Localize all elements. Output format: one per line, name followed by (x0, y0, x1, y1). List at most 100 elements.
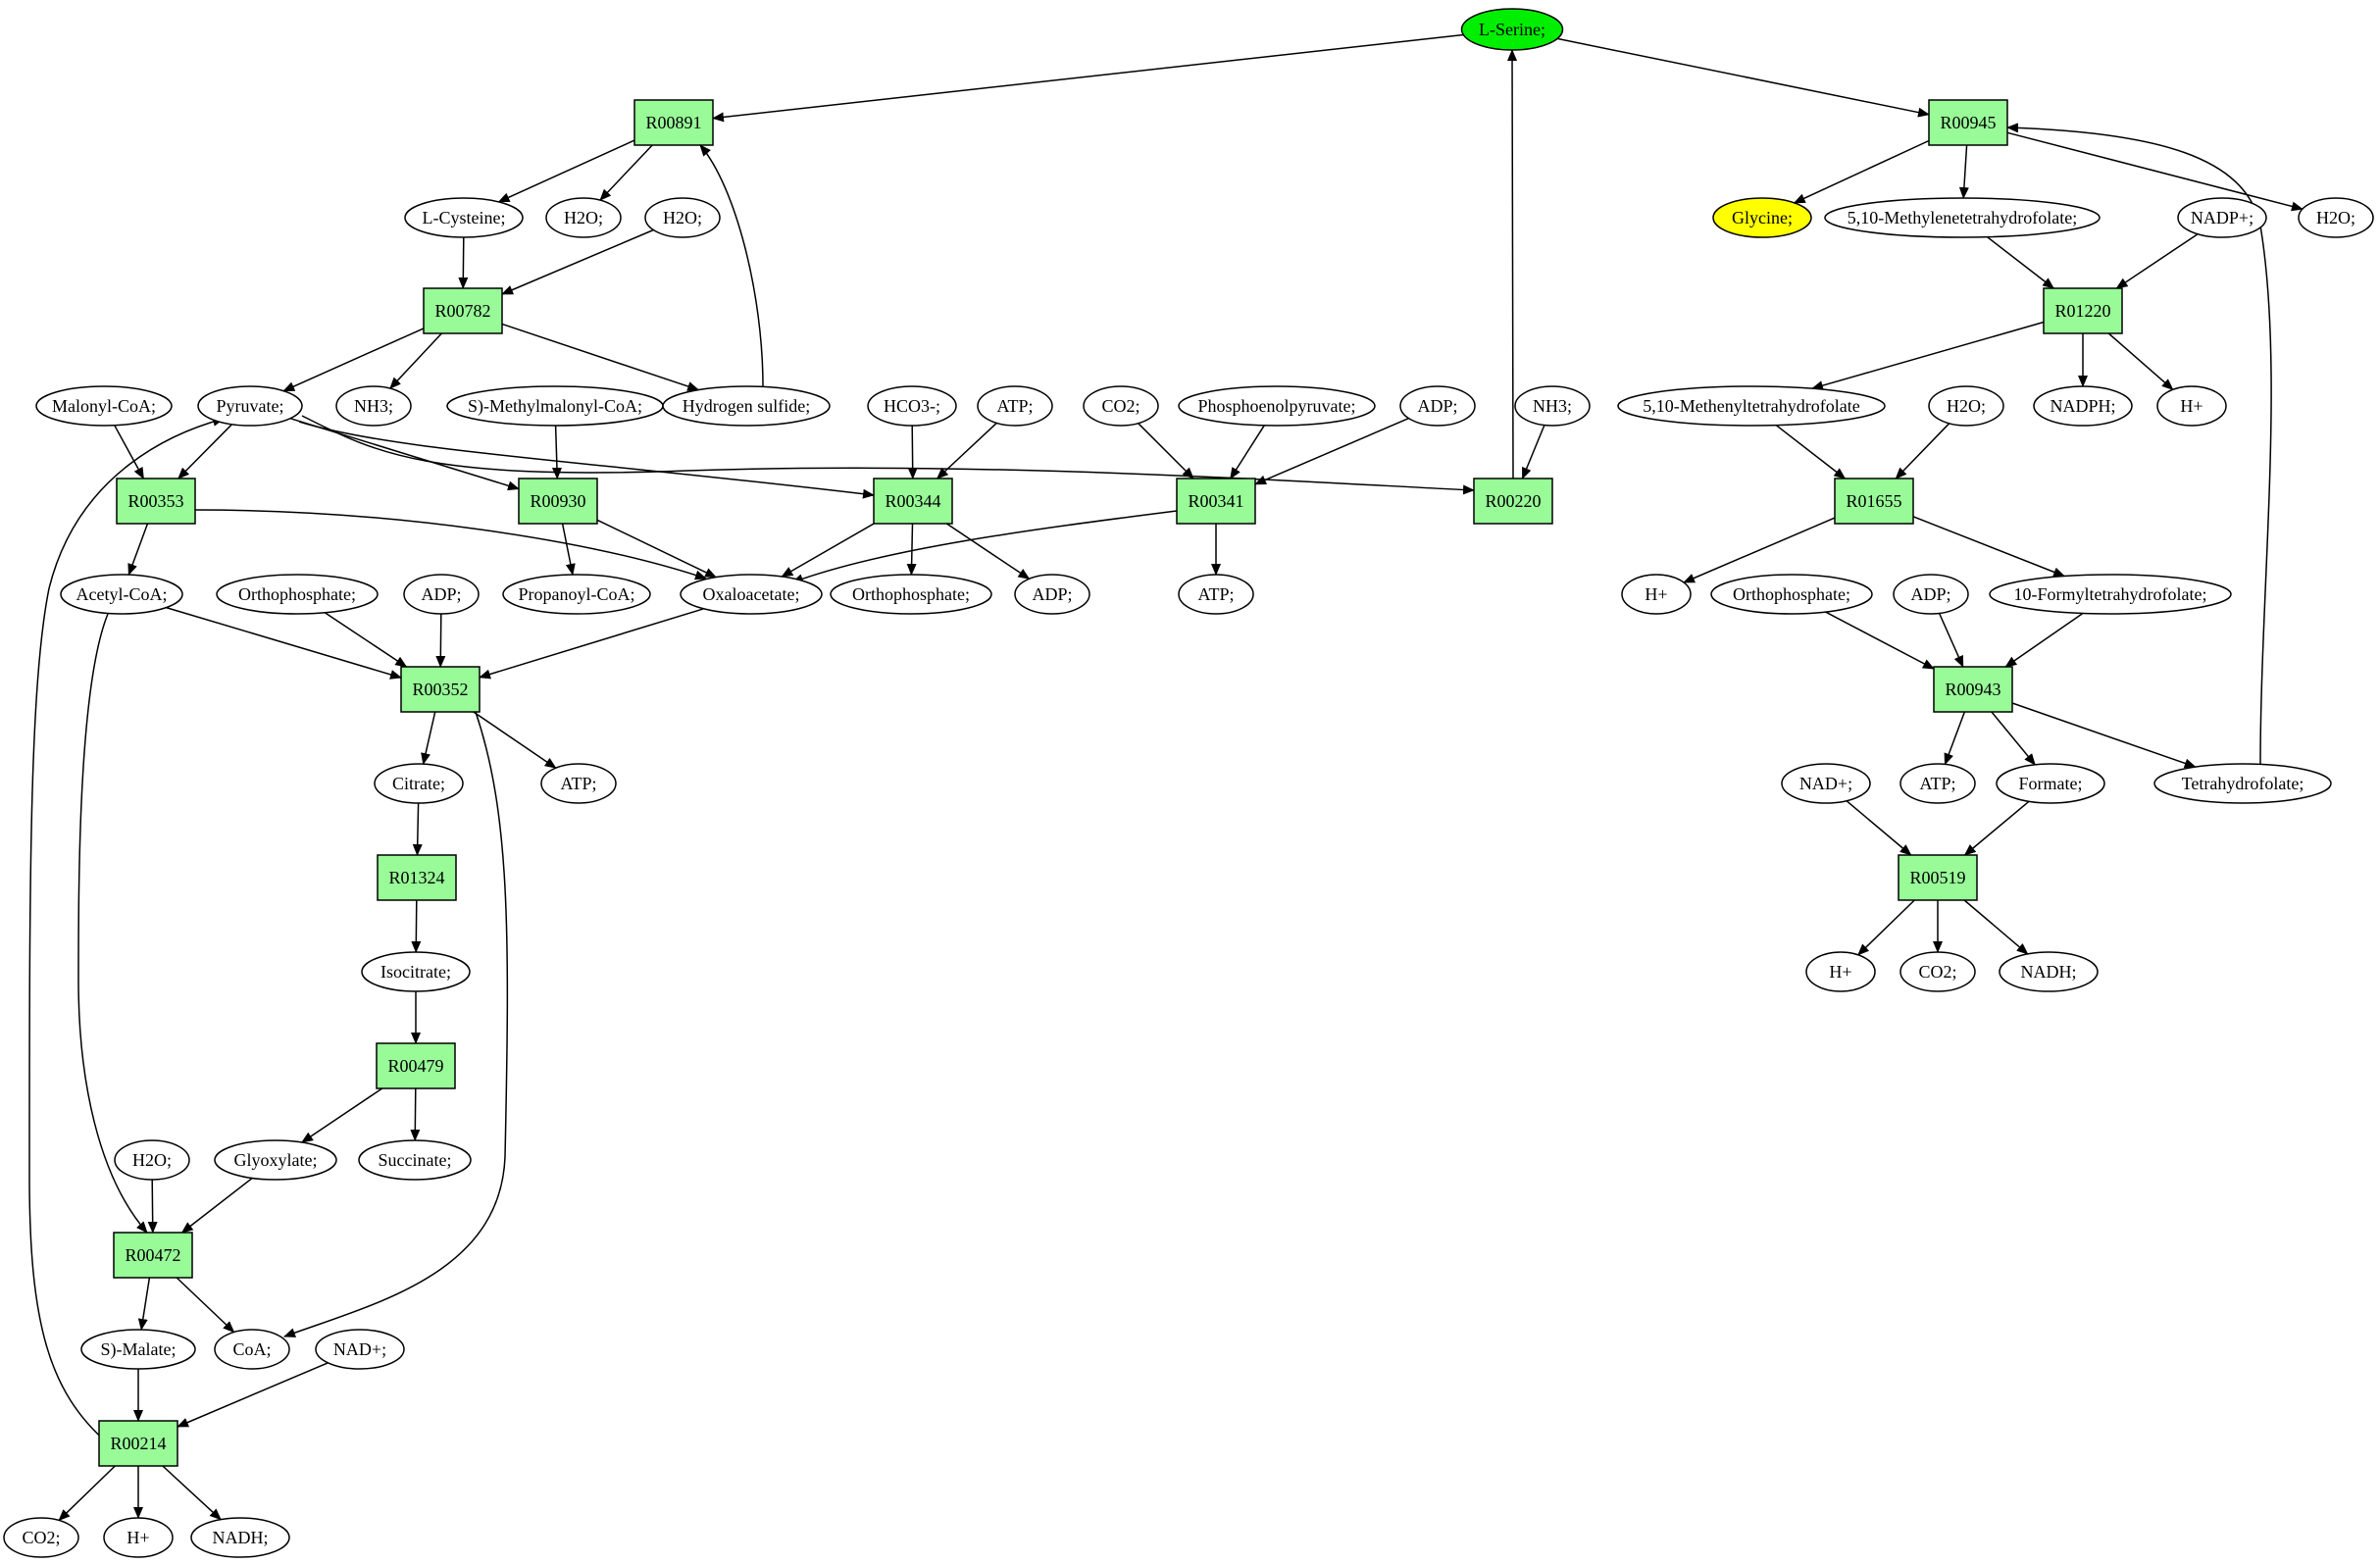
compound-node-formate: Formate; (1996, 763, 2105, 804)
compound-shape (190, 1517, 290, 1558)
edge-r00930-to-propanoyl-coa (561, 523, 576, 576)
reaction-node-r00353: R00353 (116, 478, 196, 525)
edge-orthophosphate-c-to-r00943 (1825, 611, 1935, 670)
reaction-shape (1898, 854, 1978, 901)
edge-adp-d-to-r00943 (1938, 613, 1964, 668)
node-label: NADH; (2021, 962, 2077, 982)
node-label: R01324 (388, 868, 444, 887)
edge-r01220-to-h-a (2107, 332, 2174, 390)
node-label: R00943 (1945, 680, 2000, 699)
reaction-node-r01324: R01324 (377, 854, 457, 901)
node-label: H2O; (132, 1150, 172, 1170)
edge-r00891-to-h2o-a (599, 144, 653, 201)
compound-node-citrate: Citrate; (374, 763, 464, 804)
node-label: R00519 (1909, 868, 1965, 887)
reaction-shape (1933, 666, 2013, 713)
node-label: R01655 (1846, 491, 1901, 511)
compound-shape (1712, 197, 1812, 238)
reaction-shape (377, 854, 457, 901)
edge-r00353-to-acetyl-coa (127, 523, 149, 577)
edges-layer (28, 33, 2304, 1522)
node-label: ATP; (1919, 774, 1955, 793)
node-label: Orthophosphate; (852, 584, 970, 604)
compound-node-co2-b: CO2; (1899, 951, 1976, 992)
compound-shape (2298, 197, 2374, 238)
compound-node-nadh-a: NADH; (1999, 951, 2099, 992)
compound-shape (2177, 197, 2267, 238)
node-label: Isocitrate; (380, 962, 451, 982)
reaction-node-r01220: R01220 (2043, 287, 2123, 334)
compound-shape (644, 197, 721, 238)
edge-r00891-to-l-cysteine (497, 139, 635, 203)
node-label: CO2; (1918, 962, 1956, 982)
compound-shape (197, 385, 303, 427)
edge-l-serine-to-r00945 (1556, 37, 1930, 118)
edge-r00344-to-adp-c (945, 523, 1031, 580)
edge-r00519-to-h-c (1857, 899, 1915, 956)
compound-shape (335, 385, 412, 427)
reaction-shape (423, 287, 503, 334)
node-label: Acetyl-CoA; (76, 584, 168, 604)
node-label: NADPH; (2050, 396, 2115, 416)
node-label: NAD+; (1799, 774, 1852, 793)
compound-node-nh3-a: NH3; (335, 385, 412, 427)
node-label: ATP; (1197, 584, 1234, 604)
node-label: 10-Formyltetrahydrofolate; (2014, 584, 2207, 604)
edge-r00472-to-coa (176, 1277, 235, 1334)
edge-r00344-to-orthophosphate-b (906, 523, 917, 576)
node-label: Malonyl-CoA; (52, 396, 156, 416)
compound-shape (1824, 197, 2101, 238)
compound-node-co2-c: CO2; (3, 1517, 79, 1558)
compound-node-formyl-thf: 10-Formyltetrahydrofolate; (1989, 574, 2232, 615)
reaction-node-r01655: R01655 (1834, 478, 1914, 525)
compound-node-thf: Tetrahydrofolate; (2153, 763, 2332, 804)
compound-node-methylene-thf: 5,10-Methylenetetrahydrofolate; (1824, 197, 2101, 238)
compound-node-h-b: H+ (1621, 574, 1692, 615)
compound-node-co2-a: CO2; (1083, 385, 1159, 427)
compound-node-isocitrate: Isocitrate; (361, 951, 471, 992)
node-label: R00479 (387, 1056, 443, 1076)
edge-atp-a-to-r00344 (936, 422, 997, 479)
edge-citrate-to-r01324 (412, 802, 423, 856)
node-label: R01220 (2054, 301, 2110, 321)
compound-node-hydrogen-sulfide: Hydrogen sulfide; (662, 385, 831, 427)
compound-shape (1514, 385, 1591, 427)
node-label: Oxaloacetate; (703, 584, 800, 604)
edge-r01324-to-isocitrate (411, 899, 422, 953)
reaction-shape (400, 666, 481, 713)
node-label: H+ (1645, 584, 1667, 604)
node-label: R00891 (645, 113, 701, 132)
compound-node-methenyl-thf: 5,10-Methenyltetrahydrofolate (1617, 385, 1886, 427)
edge-hco3-to-r00344 (907, 425, 918, 479)
node-label: L-Serine; (1479, 20, 1545, 39)
edge-r00214-to-pyruvate (28, 417, 225, 1444)
reaction-shape (518, 478, 598, 525)
edge-orthophosphate-a-to-r00352 (324, 612, 408, 668)
compound-node-atp-a: ATP; (977, 385, 1053, 427)
compound-node-h2o-d: H2O; (1928, 385, 2004, 427)
compound-shape (680, 574, 823, 615)
edge-r00782-to-pyruvate (282, 328, 425, 392)
node-label: Orthophosphate; (1733, 584, 1850, 604)
compound-node-propanoyl-coa: Propanoyl-CoA; (502, 574, 651, 615)
compound-shape (3, 1517, 79, 1558)
node-label: 5,10-Methylenetetrahydrofolate; (1848, 208, 2077, 227)
edge-pyruvate-to-r00353 (177, 424, 233, 479)
node-label: R00353 (127, 491, 183, 511)
node-label: ADP; (1417, 396, 1457, 416)
node-label: HCO3-; (884, 396, 940, 416)
compound-node-glycine: Glycine; (1712, 197, 1812, 238)
reaction-node-r00945: R00945 (1928, 99, 2008, 146)
reaction-node-r00220: R00220 (1473, 478, 1553, 525)
edge-acetyl-coa-to-r00472 (77, 613, 148, 1234)
edge-oxaloacetate-to-r00352 (479, 608, 704, 680)
compound-shape (404, 197, 524, 238)
edge-r00352-to-citrate (421, 711, 436, 766)
edge-formyl-thf-to-r00943 (2004, 612, 2084, 668)
edge-r01655-to-formyl-thf (1912, 516, 2066, 578)
edge-r01655-to-h-b (1683, 517, 1836, 583)
node-label: R00352 (412, 680, 468, 699)
compound-node-h2o-a: H2O; (545, 197, 622, 238)
node-label: ADP; (1032, 584, 1072, 604)
